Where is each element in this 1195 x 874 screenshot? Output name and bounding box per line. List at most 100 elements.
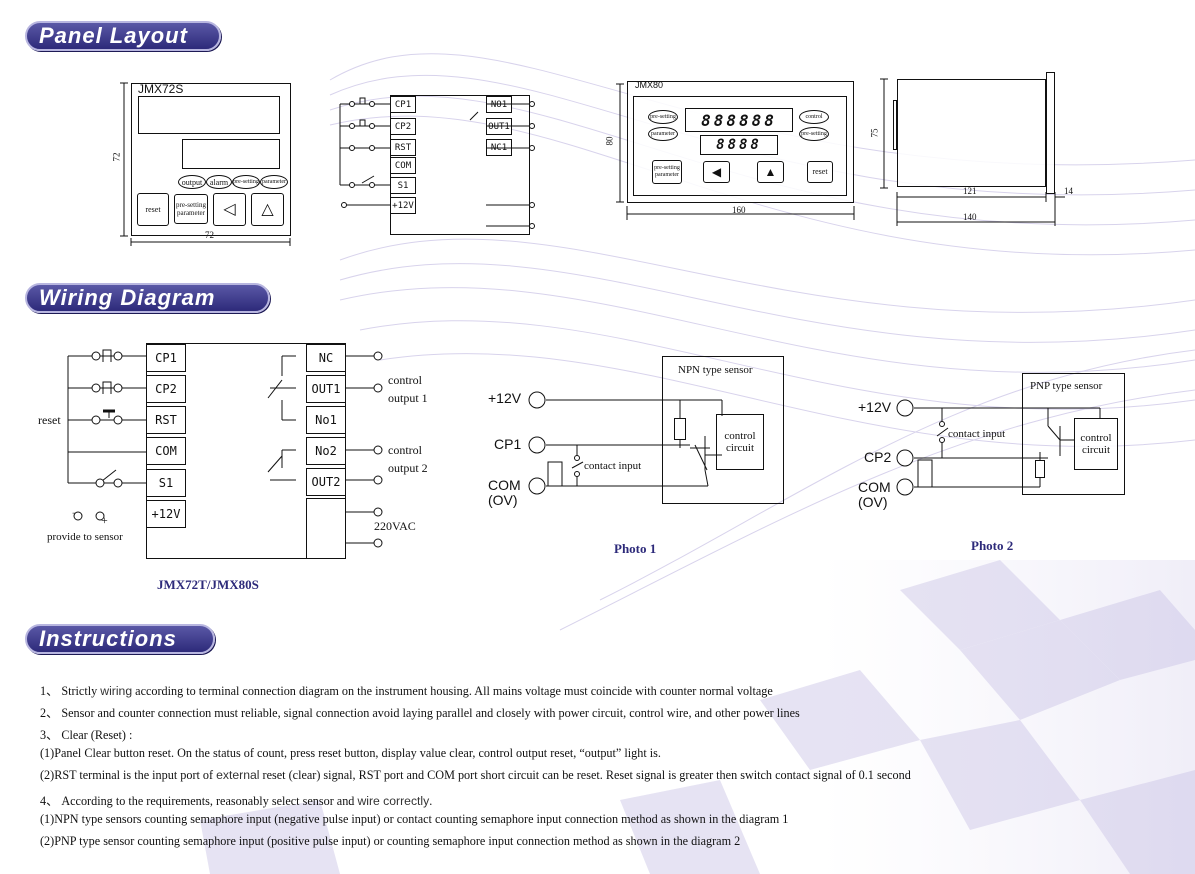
- npn-circuit-label: circuit: [725, 442, 755, 454]
- photo2-contact-dot: [939, 437, 945, 443]
- instruction-2: 2、 Sensor and counter connection must re…: [40, 703, 800, 721]
- main-left-dot: [91, 351, 101, 361]
- main-left-dot: [91, 415, 101, 425]
- small-pulse-symbol: [359, 97, 366, 104]
- jmx72s-reset-button[interactable]: reset: [137, 193, 169, 226]
- jmx72s-display-main: [138, 96, 280, 134]
- instruction-3-1: (1)Panel Clear button reset. On the stat…: [40, 746, 661, 761]
- instruction-3-2-text-a: (2)RST terminal is the input port of: [40, 768, 217, 782]
- small-right-dot: [529, 123, 535, 129]
- terminal-out2: OUT2: [306, 468, 346, 496]
- instruction-3: 3、 Clear (Reset) :: [40, 725, 132, 743]
- main-right-dot: [373, 475, 383, 485]
- side-dim-depth: 121: [963, 186, 977, 196]
- small-left-dot: [369, 101, 375, 107]
- small-pulse-symbol: [359, 119, 366, 126]
- main-pulse-symbol: [102, 349, 112, 362]
- small-left-dot: [369, 182, 375, 188]
- small-terminal-com: COM: [390, 157, 416, 174]
- jmx80-display-sub: 8888: [700, 135, 778, 155]
- photo2-12v-label: +12V: [858, 399, 892, 415]
- pnp-control-circuit: control circuit: [1074, 418, 1118, 470]
- jmx72s-model: JMX72S: [138, 82, 184, 96]
- side-view-flange: [1046, 72, 1055, 194]
- small-left-dot: [349, 145, 355, 151]
- small-terminal-cp2: CP2: [390, 118, 416, 135]
- pnp-sensor-box: [1022, 373, 1125, 495]
- pnp-resistor: [1035, 460, 1045, 478]
- jmx80-left-arrow-button[interactable]: ◀: [703, 161, 730, 183]
- jmx72s-left-arrow-button[interactable]: ◁: [213, 193, 246, 226]
- instruction-4-2: (2)PNP type sensor counting semaphore in…: [40, 834, 740, 849]
- jmx80-reset-button[interactable]: reset: [807, 161, 833, 183]
- small-left-dot: [349, 182, 355, 188]
- jmx72s-display-sub: [182, 139, 280, 169]
- instruction-4-text-a: 4、 According to the requirements, reason…: [40, 794, 358, 808]
- main-left-dot: [95, 511, 105, 521]
- instruction-3-1-text: (1)Panel Clear button reset. On the stat…: [40, 746, 661, 760]
- jmx80-reset-label: reset: [812, 167, 828, 176]
- small-terminal-s1: S1: [390, 177, 416, 194]
- jmx72s-alarm-indicator: alarm: [206, 175, 232, 189]
- main-right-dot: [373, 351, 383, 361]
- jmx72s-parameter-indicator: parameter: [260, 175, 288, 189]
- control-output-1-line2: output 1: [388, 391, 428, 405]
- photo1-contact-dot: [574, 471, 580, 477]
- small-terminal-rst: RST: [390, 139, 416, 156]
- main-left-dot: [91, 383, 101, 393]
- power-220vac-label: 220VAC: [374, 519, 416, 533]
- panel-layout-title: Panel Layout: [39, 23, 188, 48]
- side-dim-flange: 14: [1064, 186, 1073, 196]
- jmx80-display-main: 888888: [685, 108, 793, 132]
- main-right-dot: [373, 538, 383, 548]
- small-left-dot: [349, 101, 355, 107]
- instruction-1-text-b: wiring: [100, 684, 133, 698]
- main-left-dot: [113, 478, 123, 488]
- terminal-cp1: CP1: [146, 344, 186, 372]
- photo2-contact-input-label: contact input: [948, 428, 1006, 440]
- photo2-ov-label: (OV): [858, 494, 888, 510]
- photo2-cp2-label: CP2: [864, 449, 892, 465]
- npn-control-circuit: control circuit: [716, 414, 764, 470]
- main-left-dot: [73, 511, 83, 521]
- instruction-4-1: (1)NPN type sensors counting semaphore i…: [40, 812, 788, 827]
- pnp-control-label: control: [1080, 432, 1112, 444]
- main-wiring-caption: JMX72T/JMX80S: [157, 577, 259, 592]
- up-arrow-icon: ▲: [764, 165, 777, 179]
- jmx80-inner-frame: [633, 96, 847, 196]
- instruction-4-1-text: (1)NPN type sensors counting semaphore i…: [40, 812, 789, 826]
- jmx72s-presetting-button[interactable]: pre-setting parameter: [174, 194, 208, 224]
- small-right-dot: [529, 223, 535, 229]
- photo2-com-label: COM: [858, 479, 891, 495]
- terminal-no1: No1: [306, 406, 346, 434]
- panel-layout-heading: Panel Layout: [25, 21, 221, 51]
- instructions-title: Instructions: [39, 626, 177, 651]
- jmx72s-up-arrow-button[interactable]: △: [251, 193, 284, 226]
- small-right-dot: [529, 202, 535, 208]
- instruction-4: 4、 According to the requirements, reason…: [40, 791, 432, 809]
- instruction-4-text-b: wire correctly: [357, 794, 430, 808]
- pnp-sensor-title: PNP type sensor: [1030, 380, 1103, 392]
- jmx72s-presetting-indicator: pre-setting: [232, 175, 260, 189]
- npn-sensor-box: [662, 356, 784, 504]
- side-view-body: [897, 79, 1046, 187]
- small-right-dot: [529, 145, 535, 151]
- small-left-dot: [349, 123, 355, 129]
- jmx80-up-arrow-button[interactable]: ▲: [757, 161, 784, 183]
- instruction-1-text-c: according to terminal connection diagram…: [132, 684, 773, 698]
- control-output-2-line1: control: [388, 443, 422, 457]
- up-arrow-icon: △: [261, 200, 274, 218]
- terminal-com: COM: [146, 437, 186, 465]
- instructions-heading: Instructions: [25, 624, 215, 654]
- instruction-4-2-text: (2)PNP type sensor counting semaphore in…: [40, 834, 741, 848]
- photo1-contact-dot: [574, 455, 580, 461]
- photo1-contact-input-label: contact input: [584, 460, 642, 472]
- jmx80-presetting-button[interactable]: pre-setting parameter: [652, 160, 682, 184]
- jmx80-parameter-label: parameter: [655, 172, 679, 178]
- instruction-3-2: (2)RST terminal is the input port of ext…: [40, 768, 911, 783]
- main-right-dot: [373, 445, 383, 455]
- main-left-dot: [113, 383, 123, 393]
- jmx80-dim-width: 160: [732, 205, 746, 215]
- small-right-dot: [529, 101, 535, 107]
